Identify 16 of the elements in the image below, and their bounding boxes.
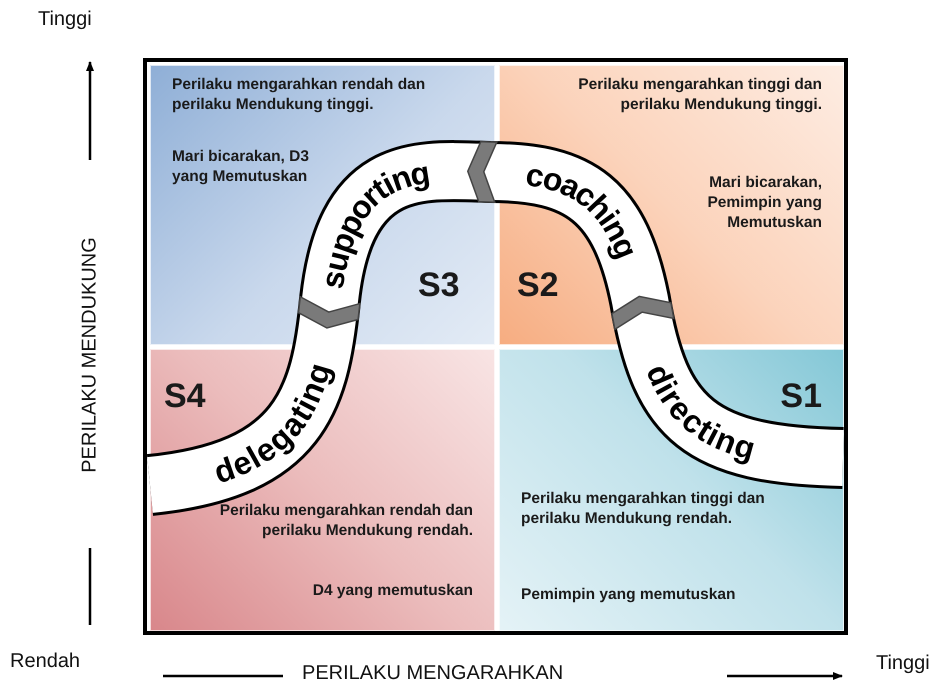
axis-end-label: Rendah: [10, 650, 80, 673]
quadrant-description: Perilaku mengarahkan rendah dan perilaku Mendukung rendah.: [218, 501, 473, 542]
quadrant-label: S4: [164, 376, 206, 417]
axis-title: PERILAKU MENGARAHKAN: [302, 662, 564, 685]
quadrant-description: Perilaku mengarahkan tinggi dan perilaku Mendukung tinggi.: [577, 75, 822, 116]
quadrant-description: Mari bicarakan, D3 yang Memutuskan: [172, 147, 310, 188]
quadrant-label: S1: [780, 376, 822, 417]
quadrant-description: Pemimpin yang memutuskan: [521, 585, 736, 605]
quadrant-description: Perilaku mengarahkan tinggi dan perilaku Mendukung rendah.: [521, 489, 766, 530]
quadrant-description: Perilaku mengarahkan rendah dan perilaku Mendukung tinggi.: [172, 75, 426, 116]
axis-title: PERILAKU MENDUKUNG: [78, 237, 102, 473]
quadrant-description: D4 yang memutuskan: [312, 581, 473, 601]
quadrant-label: S2: [517, 265, 559, 306]
axis-end-label: Tinggi: [876, 652, 930, 675]
axis-end-label: Tinggi: [38, 8, 92, 31]
quadrant-description: Mari bicarakan, Pemimpin yang Memutuskan: [706, 173, 822, 234]
